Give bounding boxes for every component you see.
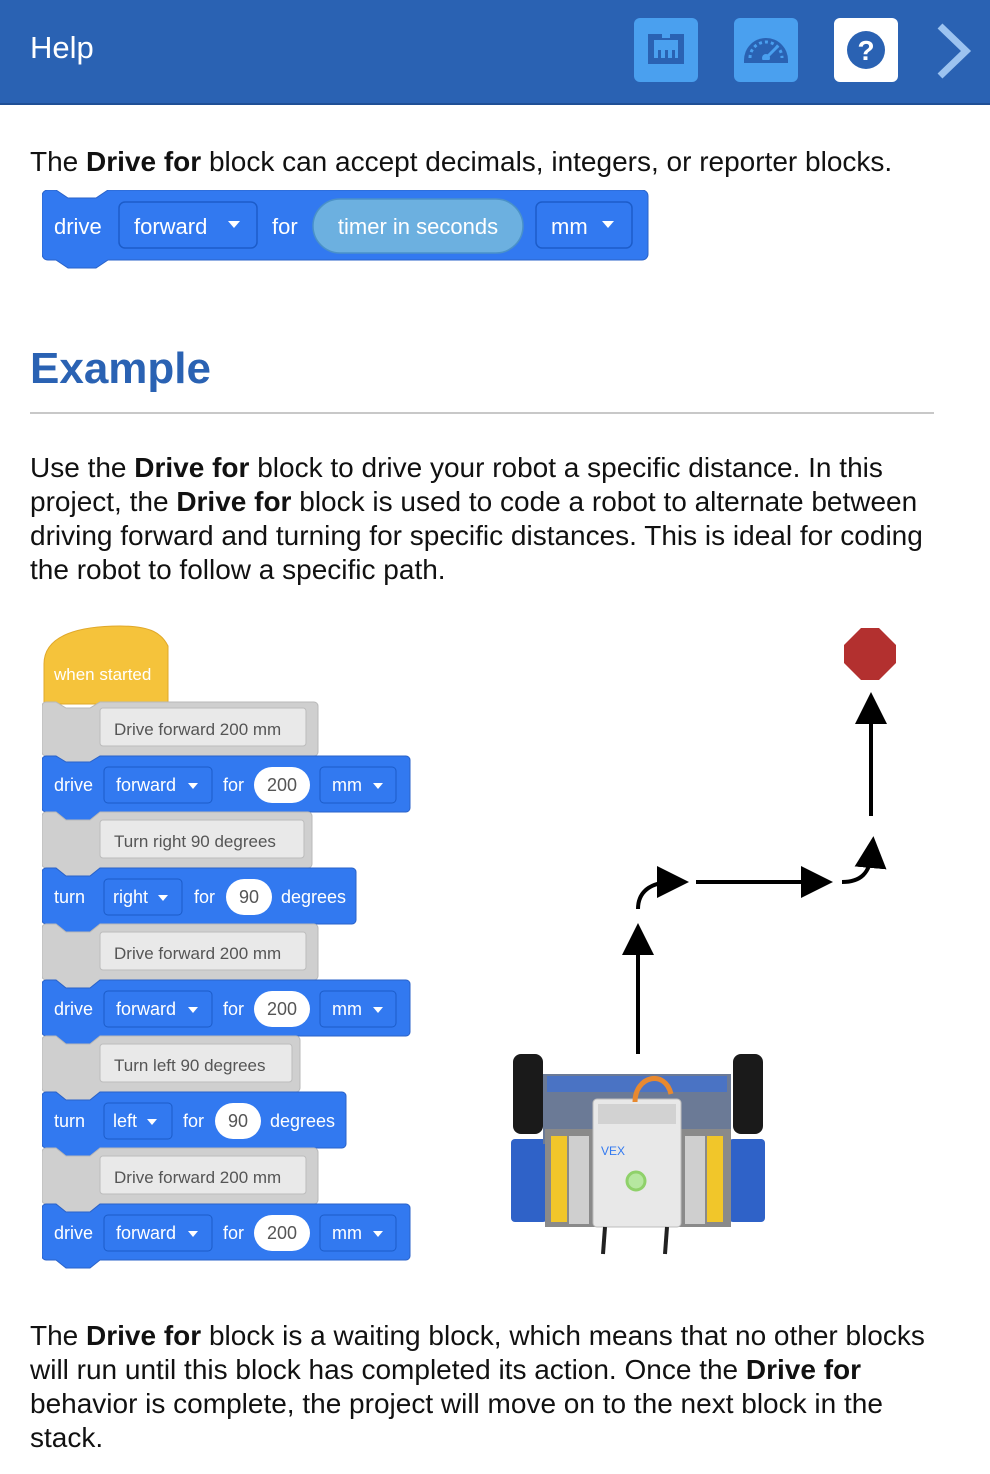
comment-block[interactable]: Drive forward 200 mm (42, 1147, 319, 1213)
chevron-down-icon (188, 1231, 198, 1237)
chevron-down-icon (147, 1119, 157, 1125)
for-label: for (194, 887, 215, 907)
chevron-down-icon (373, 1231, 383, 1237)
svg-text:?: ? (857, 35, 874, 66)
unit-dropdown[interactable] (319, 766, 397, 804)
for-label: for (183, 1111, 204, 1131)
comment-text: Drive forward 200 mm (114, 720, 281, 739)
chevron-down-icon (373, 783, 383, 789)
header-title: Help (30, 30, 94, 65)
unit-value: mm (332, 999, 362, 1019)
unit-dropdown[interactable] (535, 201, 633, 249)
unit-dropdown[interactable] (319, 1214, 397, 1252)
for-label: for (223, 999, 244, 1019)
stop-sign-icon (844, 628, 896, 680)
unit-label: degrees (281, 887, 346, 907)
timer-reporter[interactable] (312, 198, 524, 254)
command-label: drive (54, 1223, 93, 1243)
turn-for-block[interactable]: turn left for 90 degrees (42, 1091, 347, 1157)
direction-dropdown[interactable] (103, 878, 183, 916)
example-heading: Example (30, 344, 211, 393)
dashboard-button[interactable] (734, 18, 798, 82)
direction-value: forward (116, 999, 176, 1019)
value-input[interactable] (226, 879, 272, 915)
direction-dropdown[interactable] (103, 990, 213, 1028)
waiting-text: The Drive for block is a waiting block, … (30, 1320, 925, 1453)
intro-text: The Drive for block can accept decimals,… (30, 146, 893, 177)
direction-value: forward (116, 775, 176, 795)
value-input[interactable] (254, 767, 310, 803)
chevron-down-icon (373, 1007, 383, 1013)
block-drive-label: drive (54, 214, 102, 239)
example-text: Use the Drive for block to drive your ro… (30, 452, 923, 585)
chevron-down-icon (602, 221, 614, 228)
value-input[interactable] (215, 1103, 261, 1139)
for-label: for (223, 775, 244, 795)
direction-value: right (113, 887, 148, 907)
unit-label: degrees (270, 1111, 335, 1131)
direction-dropdown[interactable] (103, 1214, 213, 1252)
arrow-turn-left-icon (841, 836, 887, 884)
direction-dropdown[interactable] (103, 1102, 173, 1140)
direction-value: forward (116, 1223, 176, 1243)
direction-value: forward (134, 214, 207, 239)
comment-text: Drive forward 200 mm (114, 944, 281, 963)
robot-illustration: VEX (511, 1054, 765, 1255)
comment-block[interactable]: Turn left 90 degrees (42, 1035, 301, 1101)
chevron-down-icon (188, 1007, 198, 1013)
chevron-down-icon (188, 783, 198, 789)
unit-value: mm (332, 775, 362, 795)
direction-value: left (113, 1111, 137, 1131)
direction-dropdown[interactable] (118, 201, 258, 249)
help-button[interactable]: ? (834, 18, 898, 82)
path-diagram: VEX (511, 628, 896, 1255)
dashboard-icon (744, 38, 788, 63)
command-label: turn (54, 887, 85, 907)
devices-button[interactable] (634, 18, 698, 82)
sample-drive-for-block[interactable]: drive forward for timer in seconds mm (42, 190, 652, 275)
drive-for-block[interactable]: drive forward for 200 mm (42, 979, 411, 1045)
unit-dropdown[interactable] (319, 990, 397, 1028)
block-for-label: for (272, 214, 298, 239)
comment-text: Turn left 90 degrees (114, 1056, 266, 1075)
divider (30, 412, 934, 414)
arrow-turn-right-icon (636, 866, 689, 910)
command-label: turn (54, 1111, 85, 1131)
comment-block[interactable]: Drive forward 200 mm (42, 701, 319, 765)
value-input[interactable] (254, 991, 310, 1027)
when-started-block[interactable]: when started (43, 625, 169, 705)
unit-value: mm (551, 214, 588, 239)
drive-for-block[interactable]: drive forward for 200 mm (42, 755, 411, 821)
drive-for-block[interactable]: drive forward for 200 mm (42, 1203, 411, 1269)
for-label: for (223, 1223, 244, 1243)
chevron-down-icon (158, 895, 168, 901)
value-text: 90 (239, 887, 259, 907)
comment-block[interactable]: Turn right 90 degrees (42, 811, 313, 877)
turn-for-block[interactable]: turn right for 90 degrees (42, 867, 357, 933)
unit-value: mm (332, 1223, 362, 1243)
block-stack: when started Drive forward 200 mm drive … (42, 625, 411, 1269)
direction-dropdown[interactable] (103, 766, 213, 804)
value-input[interactable] (254, 1215, 310, 1251)
robot-brand: VEX (601, 1144, 625, 1158)
value-text: 200 (267, 1223, 297, 1243)
reporter-label: timer in seconds (338, 214, 498, 239)
comment-text: Turn right 90 degrees (114, 832, 276, 851)
value-text: 90 (228, 1111, 248, 1131)
chevron-right-icon[interactable] (930, 20, 980, 82)
devices-icon (648, 34, 684, 64)
value-text: 200 (267, 775, 297, 795)
chevron-down-icon (228, 221, 240, 228)
command-label: drive (54, 775, 93, 795)
help-icon: ? (847, 31, 885, 69)
command-label: drive (54, 999, 93, 1019)
hat-label: when started (53, 665, 151, 684)
comment-block[interactable]: Drive forward 200 mm (42, 923, 319, 989)
value-text: 200 (267, 999, 297, 1019)
help-header: Help ? (0, 0, 990, 105)
comment-text: Drive forward 200 mm (114, 1168, 281, 1187)
